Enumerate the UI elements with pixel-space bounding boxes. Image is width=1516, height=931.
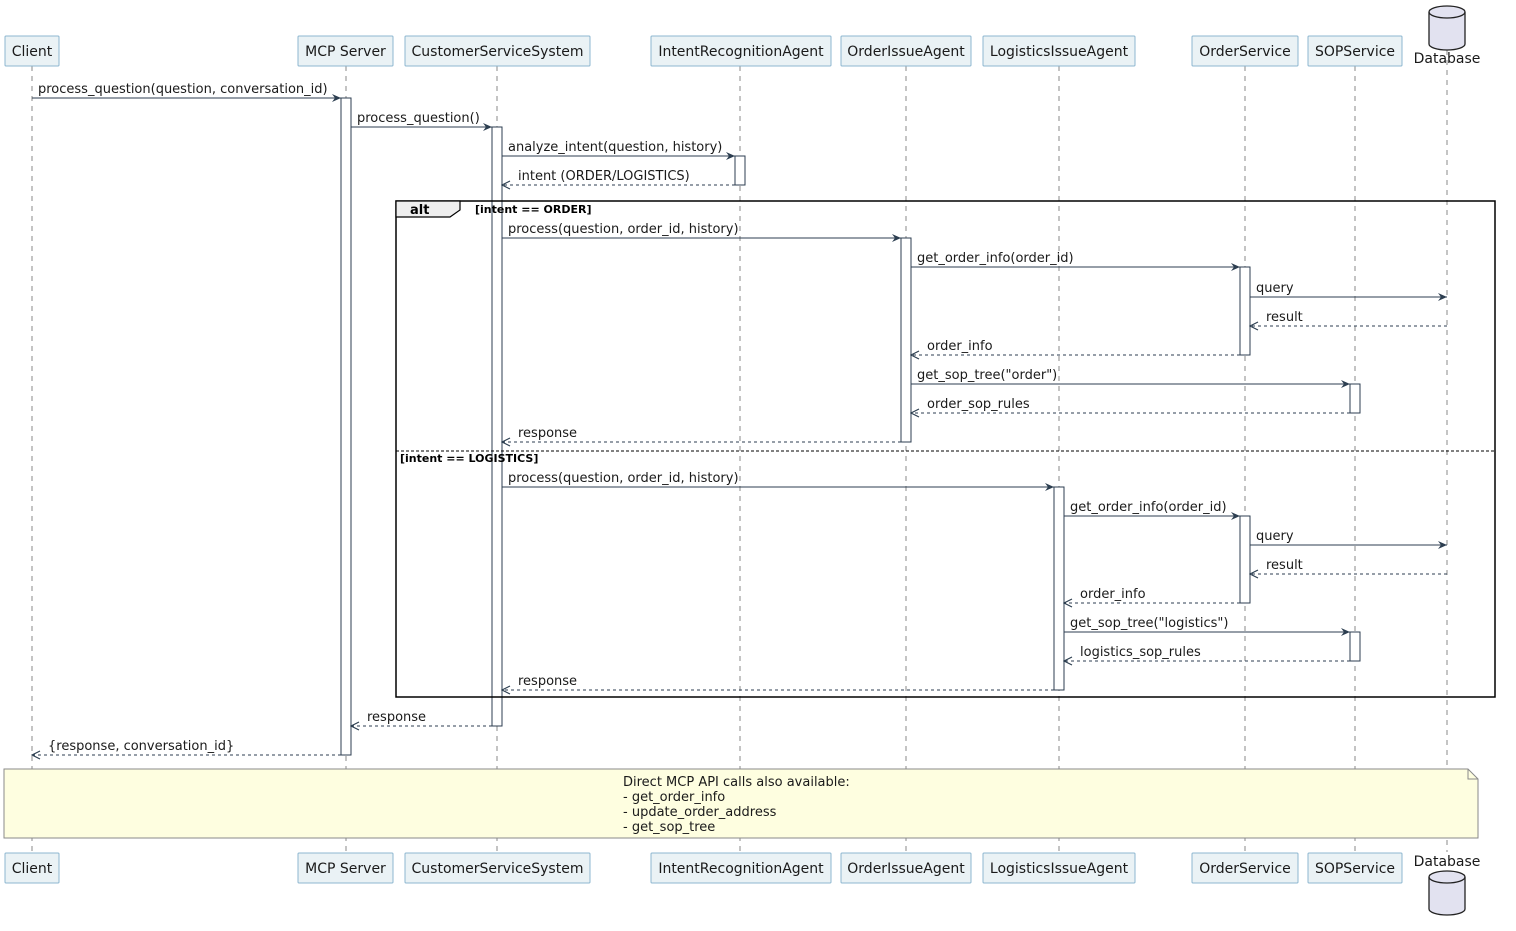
participant-label-oia-bottom: OrderIssueAgent: [847, 861, 965, 877]
participant-box-css-bottom: [404, 852, 591, 884]
note-fold: [1467, 769, 1478, 780]
participant-box-css-top: [404, 35, 591, 67]
message-label: response: [367, 710, 426, 725]
participant-box-mcp-bottom: [297, 852, 394, 884]
note: Direct MCP API calls also available: - g…: [3, 768, 1479, 839]
participant-label-lia-bottom: LogisticsIssueAgent: [990, 861, 1129, 877]
message-label: query: [1256, 529, 1294, 544]
activation-bars: [340, 97, 1361, 756]
message-label: order_info: [927, 339, 993, 354]
message-label: response: [518, 674, 577, 689]
message-label: order_info: [1080, 587, 1146, 602]
participant-label-lia-top: LogisticsIssueAgent: [990, 44, 1129, 60]
note-line: - get_sop_tree: [623, 820, 715, 835]
activation-bar-sop: [1349, 631, 1361, 662]
participant-label-mcp-bottom: MCP Server: [305, 861, 386, 877]
database-icon: [1428, 870, 1466, 916]
alt-frame-operator: alt: [410, 203, 429, 218]
note-line: - update_order_address: [623, 805, 777, 820]
activation-bar-os: [1239, 266, 1251, 356]
participant-label-client-top: Client: [12, 44, 53, 60]
participant-label-client-bottom: Client: [12, 861, 53, 877]
messages: process_question(question, conversation_…: [32, 82, 1447, 755]
participant-label-db-bottom: Database: [1414, 854, 1481, 870]
participant-label-css-bottom: CustomerServiceSystem: [412, 861, 584, 877]
message-label: result: [1266, 310, 1303, 325]
participant-label-os-top: OrderService: [1199, 44, 1291, 60]
participant-label-oia-top: OrderIssueAgent: [847, 44, 965, 60]
participant-box-os-bottom: [1191, 852, 1299, 884]
activation-bar-lia: [1053, 486, 1065, 691]
message-label: get_sop_tree("logistics"): [1070, 616, 1228, 631]
activation-bar-os: [1239, 515, 1251, 604]
participant-label-mcp-top: MCP Server: [305, 44, 386, 60]
message-label: process_question(): [357, 111, 480, 126]
activation-bar-sop: [1349, 383, 1361, 414]
activation-bar-css: [491, 126, 503, 727]
activation-bar-ira: [734, 155, 746, 186]
participant-box-ira-bottom: [650, 852, 832, 884]
participant-box-oia-top: [840, 35, 972, 67]
participant-box-os-top: [1191, 35, 1299, 67]
note-shape: [3, 768, 1479, 839]
message-label: response: [518, 426, 577, 441]
participant-box-mcp-top: [297, 35, 394, 67]
participant-label-os-bottom: OrderService: [1199, 861, 1291, 877]
message-label: {response, conversation_id}: [48, 739, 234, 754]
participant-box-client-top: [4, 35, 60, 67]
alt-frame-operator-tab: [395, 200, 461, 218]
participant-label-css-top: CustomerServiceSystem: [412, 44, 584, 60]
participants-top: Client MCP Server CustomerServiceSystem Int…: [4, 5, 1481, 67]
participant-box-lia-bottom: [982, 852, 1136, 884]
message-label: order_sop_rules: [927, 397, 1030, 412]
alt-frame-border: [395, 200, 1496, 698]
message-label: get_order_info(order_id): [1070, 500, 1227, 515]
message-label: result: [1266, 558, 1303, 573]
participant-box-client-bottom: [4, 852, 60, 884]
participant-label-ira-top: IntentRecognitionAgent: [658, 44, 824, 60]
participant-box-ira-top: [650, 35, 832, 67]
participant-box-lia-top: [982, 35, 1136, 67]
message-label: logistics_sop_rules: [1080, 645, 1201, 660]
alt-guard-order: [intent == ORDER]: [475, 203, 592, 216]
alt-frame: alt [intent == ORDER] [intent == LOGISTI…: [395, 200, 1496, 698]
participant-box-sop-bottom: [1307, 852, 1403, 884]
message-label: process(question, order_id, history): [508, 222, 739, 237]
activation-bar-mcp: [340, 97, 352, 756]
participant-box-sop-top: [1307, 35, 1403, 67]
participant-label-db-top: Database: [1414, 51, 1481, 67]
message-label: analyze_intent(question, history): [508, 140, 722, 155]
message-label: intent (ORDER/LOGISTICS): [518, 169, 690, 184]
message-label: process_question(question, conversation_…: [38, 82, 328, 97]
participants-bottom: Client MCP Server CustomerServiceSystem Int…: [4, 852, 1481, 916]
participant-label-ira-bottom: IntentRecognitionAgent: [658, 861, 824, 877]
participant-box-oia-bottom: [840, 852, 972, 884]
message-label: query: [1256, 281, 1294, 296]
participant-label-sop-top: SOPService: [1315, 44, 1395, 60]
activation-bar-oia: [900, 237, 912, 443]
database-icon: [1428, 5, 1466, 51]
message-label: get_order_info(order_id): [917, 251, 1074, 266]
message-label: process(question, order_id, history): [508, 471, 739, 486]
participant-label-sop-bottom: SOPService: [1315, 861, 1395, 877]
note-line: Direct MCP API calls also available:: [623, 775, 850, 790]
note-line: - get_order_info: [623, 790, 725, 805]
alt-guard-logistics: [intent == LOGISTICS]: [400, 452, 538, 465]
message-label: get_sop_tree("order"): [917, 368, 1057, 383]
